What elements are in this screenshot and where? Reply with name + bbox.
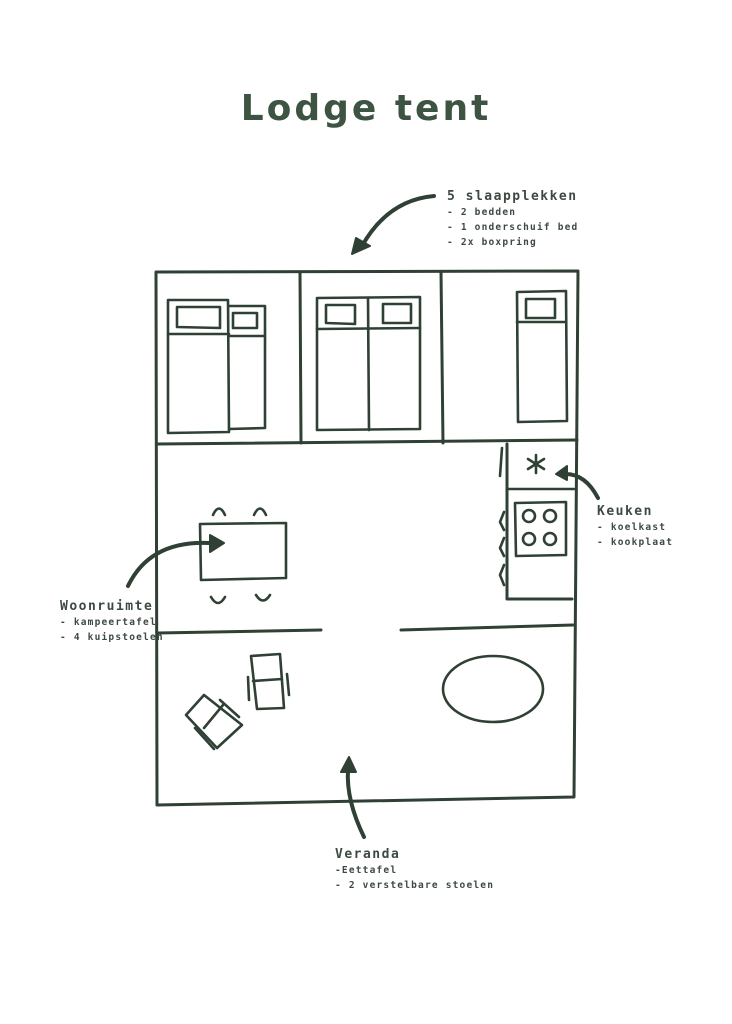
arrow-living [126,534,225,588]
bucket-chairs [209,507,272,605]
cooktop-icon [513,500,568,558]
outer-wall [154,269,580,807]
label-sleeping-item: - 2 bedden [447,207,517,218]
label-kitchen-heading: Keuken [597,504,653,519]
living-wall-right [399,623,575,632]
arrow-sleeping [351,194,436,255]
bedroom-wall [155,438,579,446]
page-title: Lodge tent [240,88,492,129]
label-sleeping-item: - 2x boxpring [447,237,537,248]
camping-table [198,521,288,582]
label-sleeping: 5 slaapplekken - 2 bedden - 1 onderschui… [447,189,578,250]
bed-double [315,295,422,432]
label-living-heading: Woonruimte [60,599,154,614]
snowflake-icon [526,453,546,475]
adjustable-chair-1 [246,652,291,711]
label-kitchen-item: - kookplaat [597,537,674,548]
dining-table [441,654,545,724]
label-living-item: - 4 kuipstoelen [60,632,164,643]
label-kitchen-item: - koelkast [597,522,667,533]
label-living-item: - kampeertafel [60,617,157,628]
label-sleeping-item: - 1 onderschuif bed [447,222,579,233]
label-living: Woonruimte - kampeertafel - 4 kuipstoele… [60,599,164,645]
label-veranda-item: -Eettafel [335,865,398,876]
bedroom-divider-1 [298,270,303,445]
living-wall-left [156,628,323,635]
label-kitchen: Keuken - koelkast - kookplaat [597,504,673,550]
kitchen-unit [498,442,576,601]
bed-single [515,289,569,424]
bed-double-with-trundle [166,298,267,435]
label-veranda-heading: Veranda [335,847,401,862]
bedroom-divider-2 [439,270,445,445]
arrow-veranda [340,756,366,839]
adjustable-chair-2 [184,693,244,751]
label-veranda: Veranda -Eettafel - 2 verstelbare stoele… [335,847,494,893]
arrow-kitchen [555,465,600,500]
label-sleeping-heading: 5 slaapplekken [447,189,578,204]
label-veranda-item: - 2 verstelbare stoelen [335,880,495,891]
